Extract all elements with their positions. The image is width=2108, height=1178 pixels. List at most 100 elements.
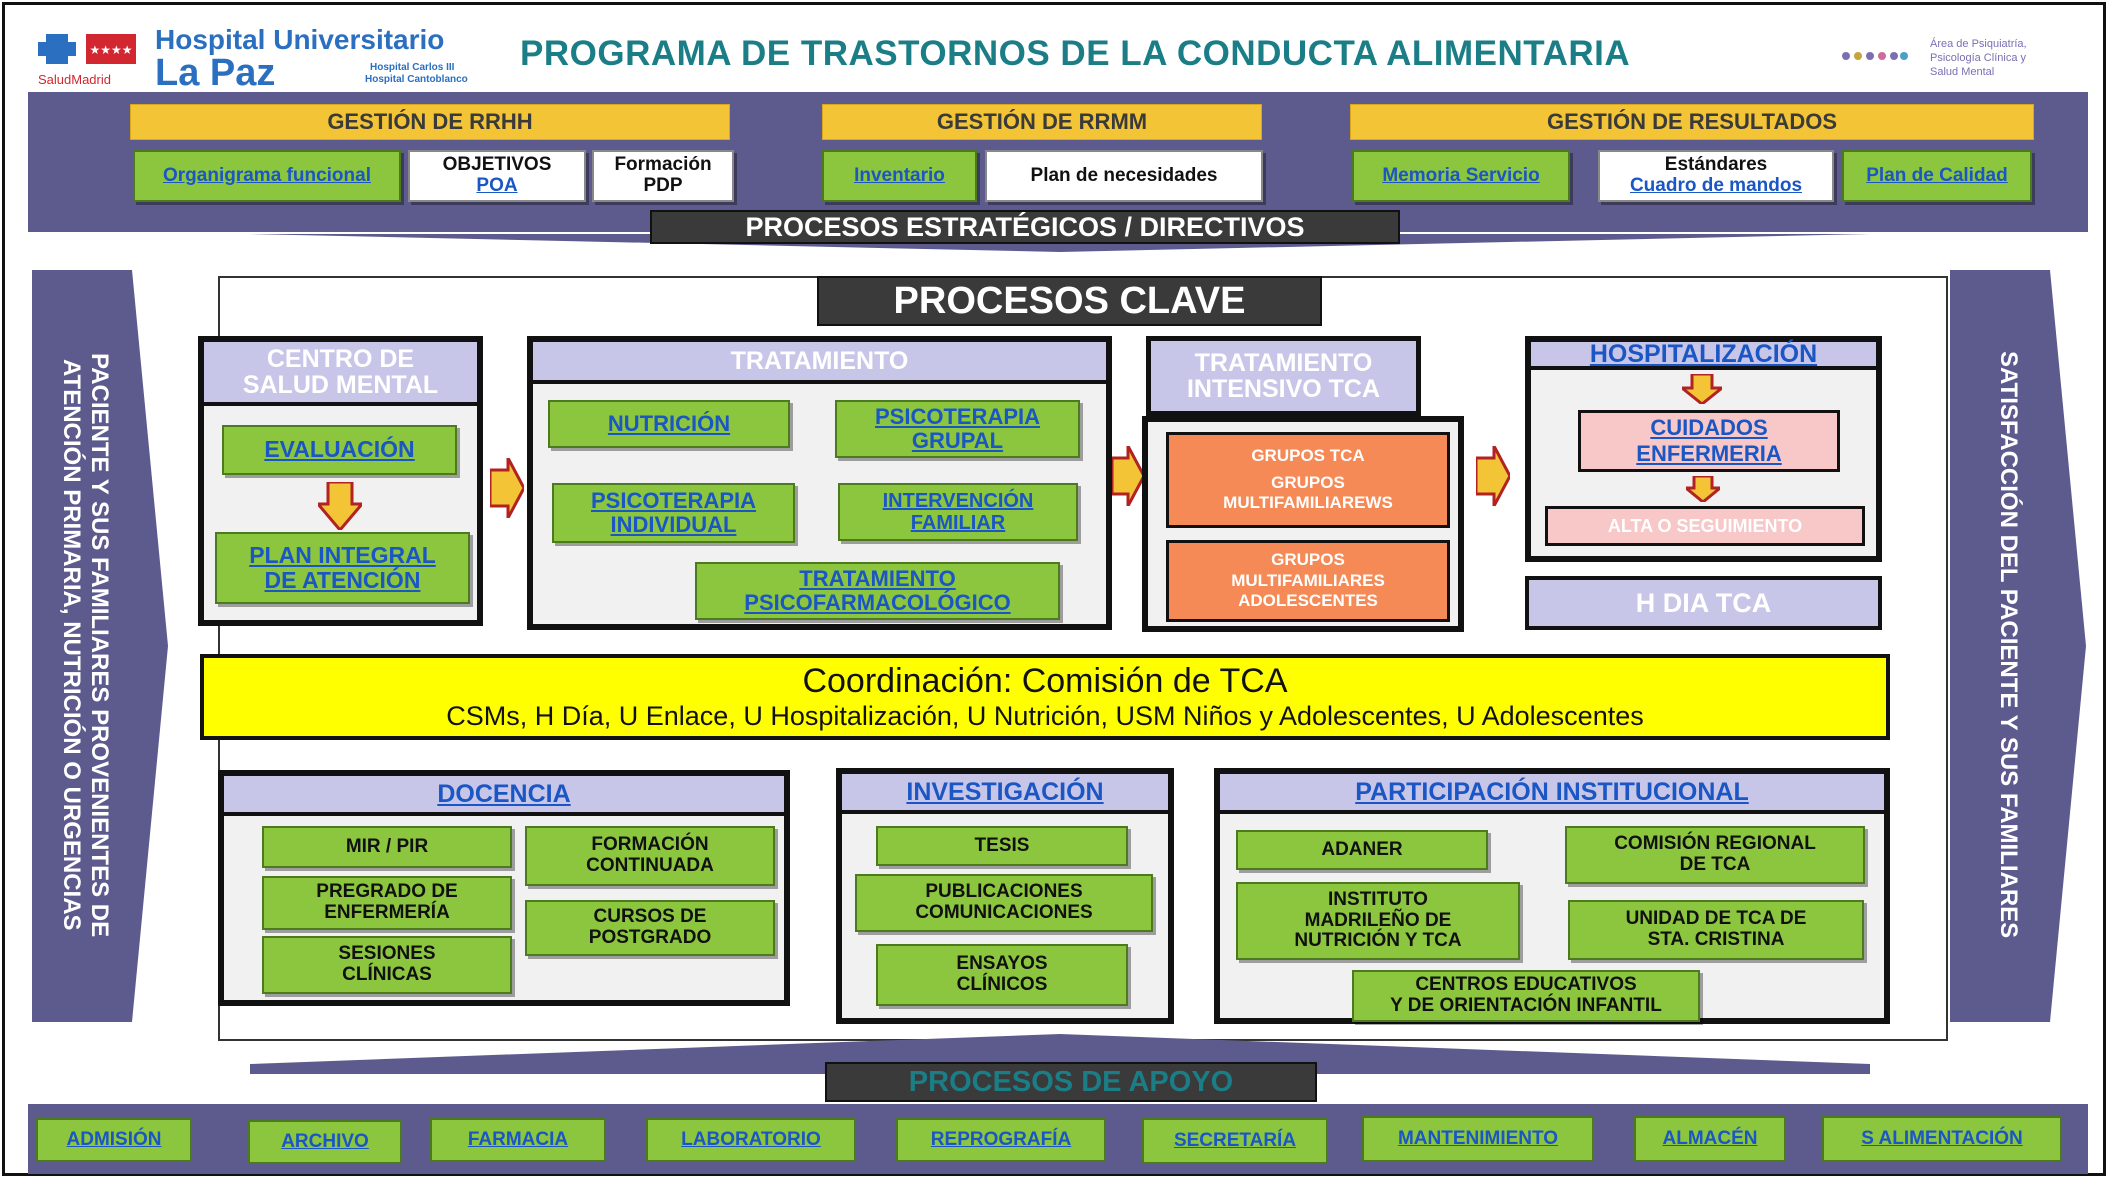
pdp-label: PDP: [643, 175, 683, 196]
psicofarm-1: TRATAMIENTO: [799, 565, 956, 591]
left-arrow-shape: [32, 270, 168, 1022]
reprografia-button[interactable]: REPROGRAFÍA: [896, 1118, 1106, 1162]
evaluacion-button[interactable]: EVALUACIÓN: [222, 425, 457, 475]
key-processes-label: PROCESOS CLAVE: [817, 276, 1322, 326]
csm-title-1: CENTRO DE: [266, 344, 415, 373]
right-arrow-icon: [490, 458, 524, 518]
strategic-label: PROCESOS ESTRATÉGICOS / DIRECTIVOS: [650, 210, 1400, 244]
hdia-tca-box[interactable]: H DIA TCA: [1529, 580, 1878, 626]
publicaciones-box: PUBLICACIONES COMUNICACIONES: [855, 874, 1153, 932]
cursos-postgrado-box: CURSOS DE POSTGRADO: [525, 900, 775, 956]
docencia-header[interactable]: DOCENCIA: [224, 776, 784, 816]
instituto-1: INSTITUTO: [1328, 888, 1428, 910]
objetivos-box[interactable]: OBJETIVOS POA: [408, 150, 586, 202]
hospitalizacion-header[interactable]: HOSPITALIZACIÓN: [1531, 340, 1876, 370]
poa-link[interactable]: POA: [476, 175, 518, 196]
plan-calidad-button[interactable]: Plan de Calidad: [1842, 150, 2032, 202]
grupos-ado-1: GRUPOS: [1271, 550, 1345, 570]
cursos-2: POSTGRADO: [588, 927, 712, 948]
psico-grupal-2: GRUPAL: [911, 428, 1004, 453]
grupos-adolescentes-box[interactable]: GRUPOS MULTIFAMILIARES ADOLESCENTES: [1166, 540, 1450, 622]
pregrado-1: PREGRADO DE: [316, 881, 458, 903]
ensayos-box: ENSAYOS CLÍNICOS: [876, 944, 1128, 1006]
publicaciones-2: COMUNICACIONES: [915, 902, 1093, 923]
s-alimentacion-button[interactable]: S ALIMENTACIÓN: [1822, 1116, 2062, 1162]
page-title: PROGRAMA DE TRASTORNOS DE LA CONDUCTA AL…: [520, 34, 1631, 73]
inventario-button[interactable]: Inventario: [822, 150, 977, 202]
right-arrow-icon: [1112, 446, 1144, 506]
grupos-ado-2: MULTIFAMILIARES: [1231, 570, 1385, 590]
adaner-box: ADANER: [1236, 830, 1488, 870]
sesiones-2: CLÍNICAS: [342, 964, 432, 985]
alta-seguimiento-box[interactable]: ALTA O SEGUIMIENTO: [1545, 506, 1865, 546]
admision-button[interactable]: ADMISIÓN: [36, 1118, 192, 1162]
csm-header: CENTRO DE SALUD MENTAL: [204, 342, 477, 406]
sesiones-clinicas-box: SESIONES CLÍNICAS: [262, 936, 512, 994]
memoria-servicio-button[interactable]: Memoria Servicio: [1352, 150, 1570, 202]
interv-1: INTERVENCIÓN: [882, 490, 1034, 512]
plan-integral-button[interactable]: PLAN INTEGRAL DE ATENCIÓN: [215, 532, 470, 604]
investigacion-header[interactable]: INVESTIGACIÓN: [842, 774, 1168, 814]
madrid-flag-icon: ★★★★: [38, 34, 136, 64]
area-text-2: Psicología Clínica y: [1930, 52, 2026, 64]
grupos-tca-3: MULTIFAMILIAREWS: [1223, 493, 1393, 513]
comision-regional-box: COMISIÓN REGIONAL DE TCA: [1565, 826, 1865, 884]
cursos-1: CURSOS DE: [593, 906, 707, 928]
cuidados-enfermeria-button[interactable]: CUIDADOS ENFERMERIA: [1578, 410, 1840, 472]
centros-educativos-box: CENTROS EDUCATIVOS Y DE ORIENTACIÓN INFA…: [1352, 970, 1700, 1022]
nutricion-button[interactable]: NUTRICIÓN: [548, 400, 790, 448]
almacen-button[interactable]: ALMACÉN: [1634, 1116, 1786, 1162]
cuidados-2: ENFERMERIA: [1636, 441, 1782, 466]
cuadro-mandos-link[interactable]: Cuadro de mandos: [1629, 175, 1803, 196]
salud-madrid-label: SaludMadrid: [38, 72, 111, 87]
support-arrow-shape: [250, 1034, 1870, 1074]
pregrado-2: ENFERMERÍA: [324, 902, 450, 923]
grupos-tca-1: GRUPOS TCA: [1251, 446, 1365, 466]
mir-pir-box: MIR / PIR: [262, 826, 512, 868]
cuidados-1: CUIDADOS: [1650, 415, 1768, 440]
formacion-box[interactable]: Formación PDP: [592, 150, 734, 202]
objetivos-label: OBJETIVOS: [442, 154, 552, 176]
psicoterapia-individual-button[interactable]: PSICOTERAPIA INDIVIDUAL: [552, 483, 795, 543]
grupos-tca-box[interactable]: GRUPOS TCA GRUPOS MULTIFAMILIAREWS: [1166, 432, 1450, 528]
unidad-1: UNIDAD DE TCA DE: [1625, 908, 1807, 930]
participacion-header[interactable]: PARTICIPACIÓN INSTITUCIONAL: [1220, 774, 1884, 814]
plan-integral-1: PLAN INTEGRAL: [249, 541, 436, 568]
psicoterapia-grupal-button[interactable]: PSICOTERAPIA GRUPAL: [835, 400, 1080, 458]
down-arrow-icon: [318, 482, 362, 530]
instituto-madrileno-box: INSTITUTO MADRILEÑO DE NUTRICIÓN Y TCA: [1236, 882, 1520, 960]
secretaria-button[interactable]: SECRETARÍA: [1142, 1118, 1328, 1164]
laboratorio-button[interactable]: LABORATORIO: [646, 1118, 856, 1162]
formacion-cont-2: CONTINUADA: [586, 855, 714, 876]
intervencion-familiar-button[interactable]: INTERVENCIÓN FAMILIAR: [838, 483, 1078, 541]
grupos-tca-2: GRUPOS: [1271, 472, 1345, 492]
archivo-button[interactable]: ARCHIVO: [248, 1120, 402, 1164]
psico-ind-2: INDIVIDUAL: [610, 512, 737, 537]
coordination-box: Coordinación: Comisión de TCA CSMs, H Dí…: [200, 654, 1890, 740]
right-arrow-icon: [1476, 446, 1510, 506]
hospital-name-line1: Hospital Universitario: [155, 24, 445, 55]
comision-2: DE TCA: [1679, 854, 1751, 875]
estandares-box[interactable]: Estándares Cuadro de mandos: [1598, 150, 1834, 202]
organigrama-button[interactable]: Organigrama funcional: [133, 150, 401, 202]
formacion-label: Formación: [614, 154, 712, 176]
hospital-name-line2: La Paz: [155, 52, 276, 94]
farmacia-button[interactable]: FARMACIA: [430, 1118, 606, 1162]
svg-text:★★★★: ★★★★: [89, 43, 132, 57]
formacion-continuada-box: FORMACIÓN CONTINUADA: [525, 826, 775, 886]
down-arrow-icon: [1682, 374, 1722, 404]
psicofarmacologico-button[interactable]: TRATAMIENTO PSICOFARMACOLÓGICO: [695, 562, 1060, 620]
area-text-3: Salud Mental: [1930, 66, 1995, 78]
support-label: PROCESOS DE APOYO: [825, 1062, 1317, 1102]
psicofarm-2: PSICOFARMACOLÓGICO: [744, 590, 1011, 615]
hospital-sub1: Hospital Carlos III: [370, 62, 455, 73]
mantenimiento-button[interactable]: MANTENIMIENTO: [1362, 1116, 1594, 1162]
publicaciones-1: PUBLICACIONES: [925, 881, 1083, 903]
right-side-label: SATISFACCIÓN DEL PACIENTE Y SUS FAMILIAR…: [1995, 351, 2022, 939]
estandares-label: Estándares: [1664, 154, 1768, 176]
down-arrow-icon: [1686, 476, 1720, 502]
left-side-label: PACIENTE Y SUS FAMILIARES PROVENIENTES D…: [58, 352, 113, 938]
salud-madrid-logo: ★★★★ SaludMadrid: [38, 28, 143, 88]
plan-integral-2: DE ATENCIÓN: [264, 567, 421, 593]
sesiones-1: SESIONES: [338, 943, 436, 965]
